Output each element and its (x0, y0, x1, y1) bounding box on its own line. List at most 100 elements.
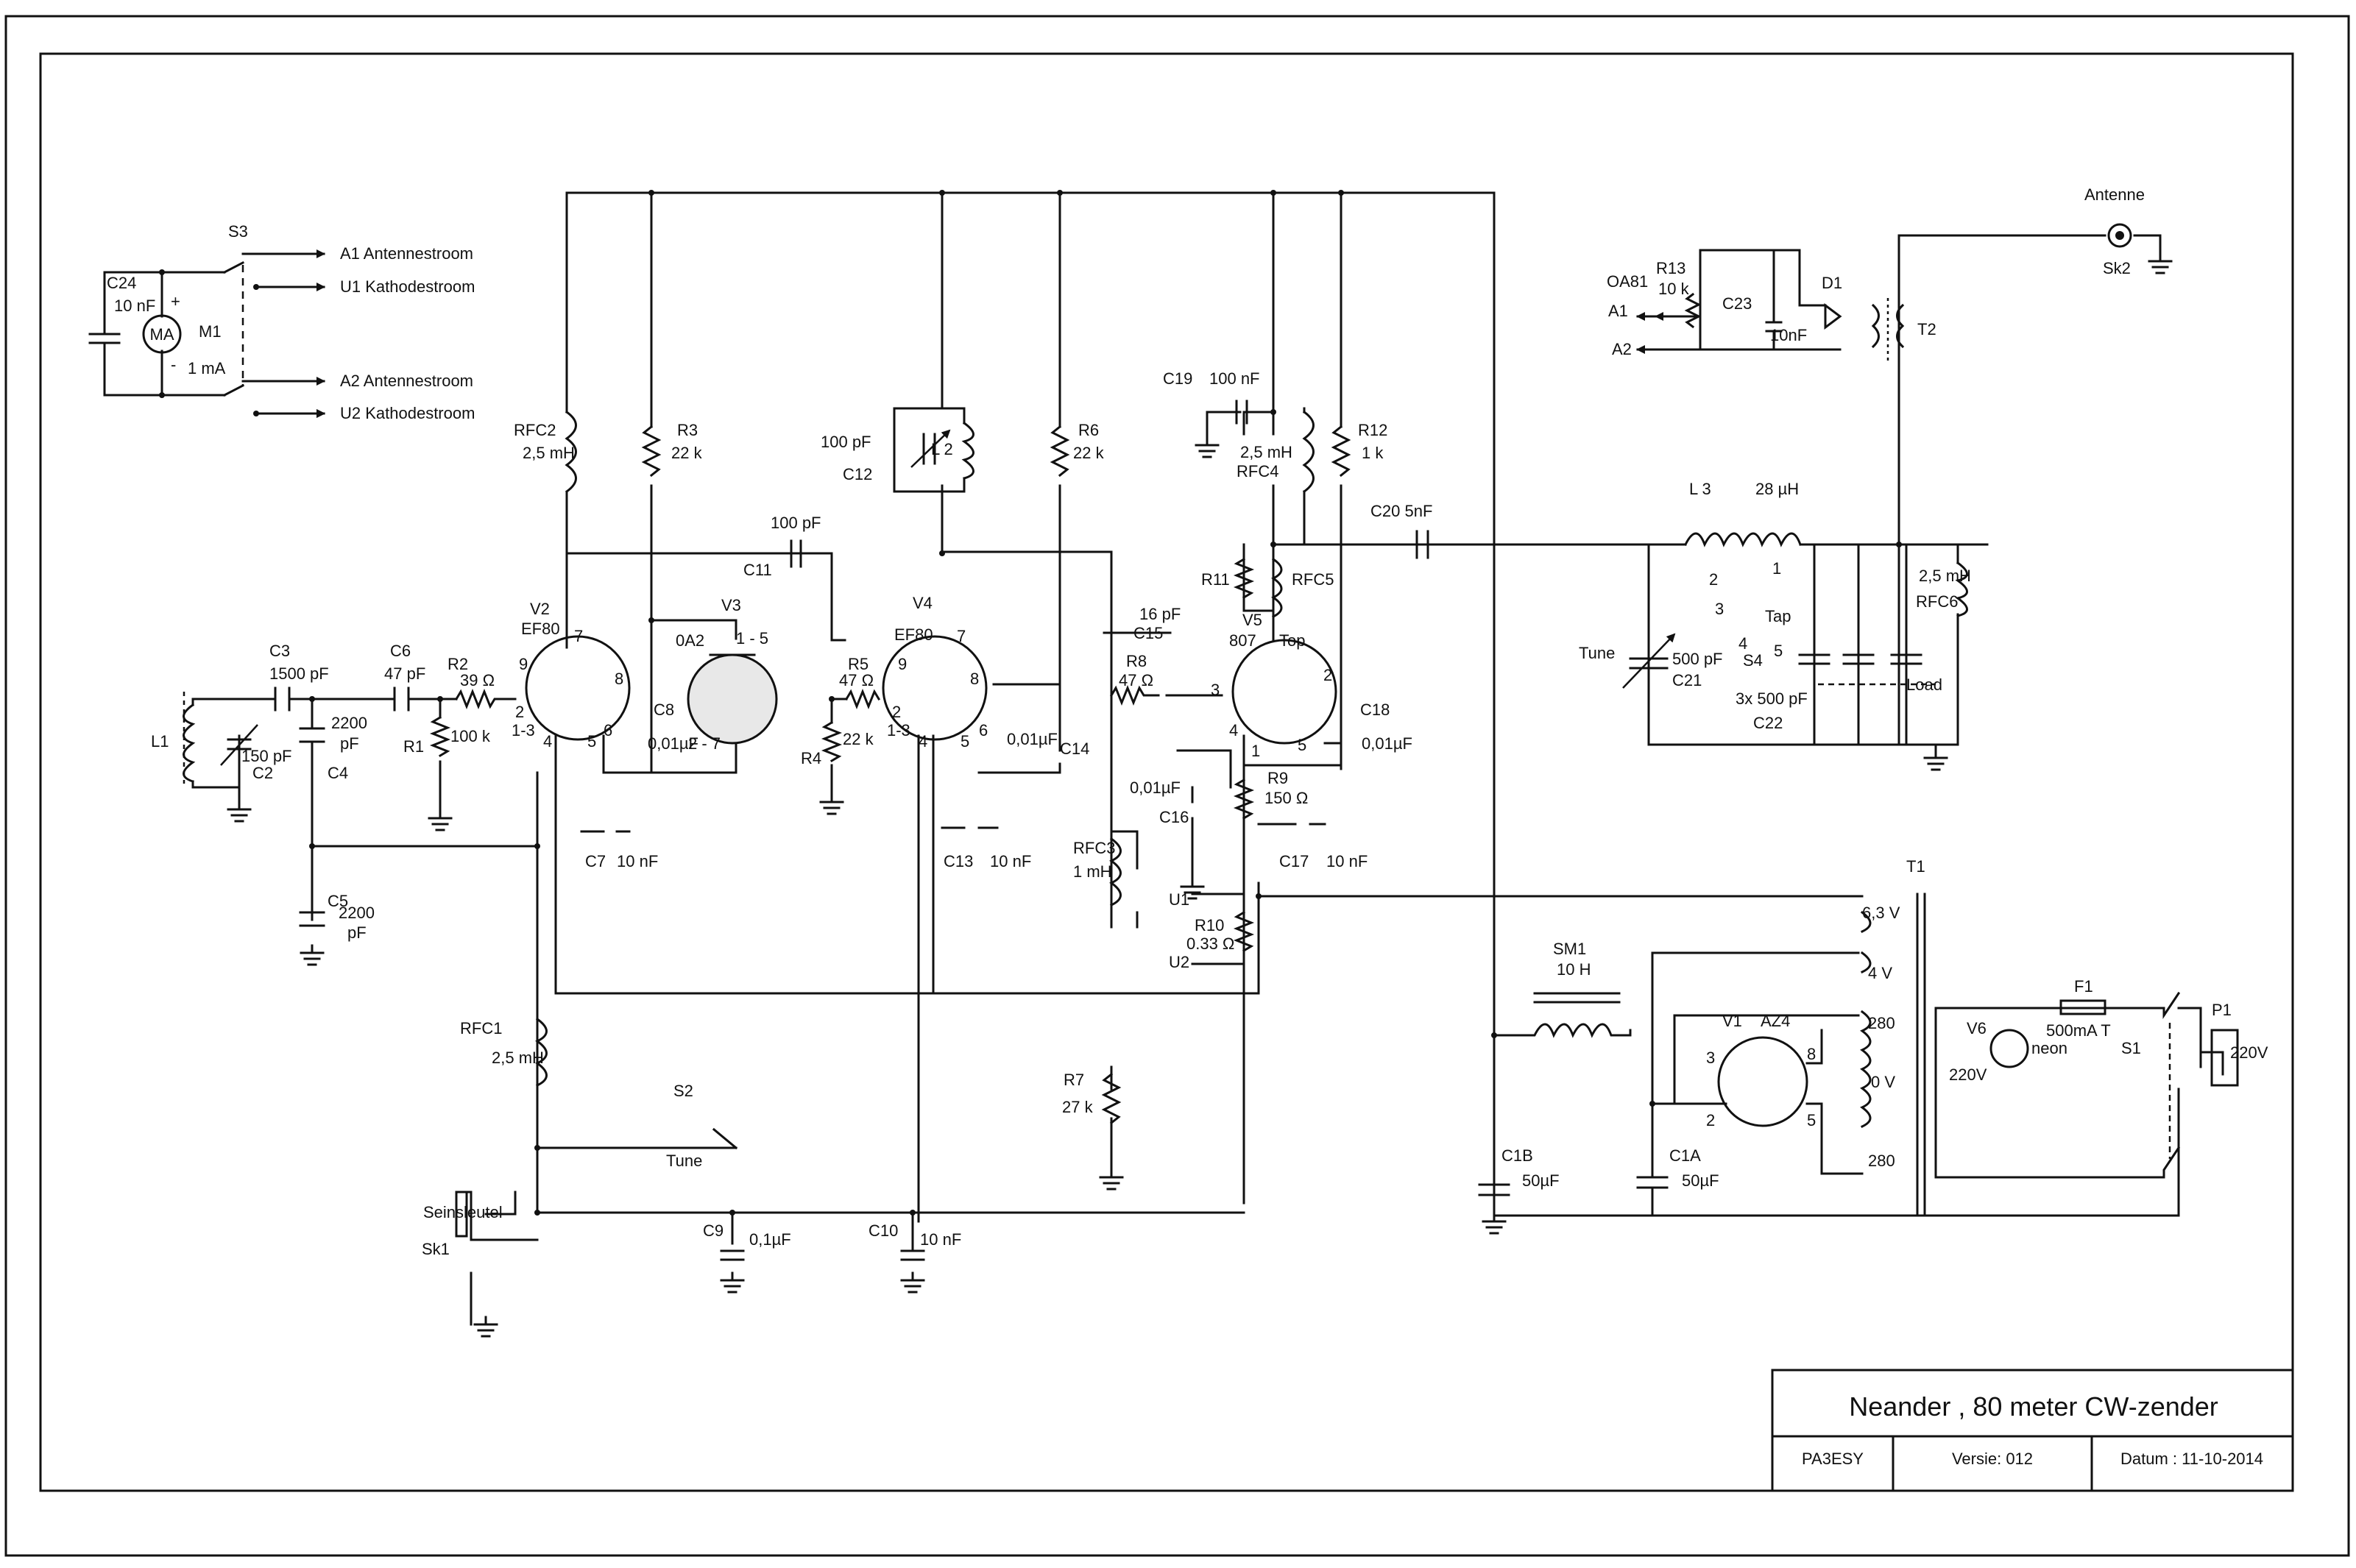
label-s4: S4 (1743, 651, 1763, 670)
label-c3: C3 (269, 642, 290, 660)
label-r9v: 150 Ω (1264, 789, 1308, 807)
label-v1: V1 (1722, 1012, 1742, 1030)
label-p1: P1 (2212, 1001, 2232, 1019)
label-r12: R12 (1358, 421, 1387, 439)
label-t1: T1 (1906, 857, 1925, 876)
label-sm1: SM1 (1553, 940, 1586, 958)
label-rfc4v: 2,5 mH (1240, 443, 1292, 461)
pin-label: 8 (970, 670, 979, 688)
label-v3p1: 1 - 5 (736, 629, 768, 648)
label-r6: R6 (1078, 421, 1099, 439)
label-c2v: 150 pF (241, 747, 292, 765)
label-r4: R4 (801, 749, 821, 767)
label-v4: V4 (913, 594, 933, 612)
a1-label: A1 (1608, 302, 1628, 320)
meter-range: 1 mA (188, 359, 226, 377)
label-rfc3: RFC3 (1073, 839, 1115, 857)
inner-frame (39, 52, 2294, 1492)
label-sk1: Sk1 (422, 1240, 450, 1258)
pin-label: 8 (615, 670, 623, 688)
label-v2t: EF80 (521, 620, 560, 638)
c24-label: C24 (107, 274, 136, 292)
label-v3p2: 2 - 7 (688, 734, 721, 753)
pin-label: 3 (1706, 1049, 1715, 1067)
label-r7: R7 (1064, 1071, 1084, 1089)
pin-label: 5 (1774, 642, 1783, 660)
label-c4: C4 (328, 764, 348, 782)
label-v5t: 807 (1229, 631, 1256, 650)
out-a1: A1 Antennestroom (340, 244, 473, 263)
pin-label: 1 (1772, 559, 1781, 578)
pin-label: 9 (519, 655, 528, 673)
pin-label: 1-3 (887, 721, 910, 739)
label-c15v: 16 pF (1139, 605, 1181, 623)
label-v4t: EF80 (894, 625, 933, 644)
out-u2: U2 Kathodestroom (340, 404, 475, 422)
out-u1: U1 Kathodestroom (340, 277, 475, 296)
label-c2: C2 (252, 764, 273, 782)
c23-value: 10nF (1770, 326, 1807, 344)
label-c19: C19 (1163, 369, 1192, 388)
label-c11v: 100 pF (771, 514, 821, 532)
label-sm1v: 10 H (1557, 960, 1591, 979)
label-c8v: 0,01µF (648, 734, 698, 753)
label-c20: C20 5nF (1370, 502, 1432, 520)
label-u1: U1 (1169, 890, 1189, 909)
label-c14: C14 (1060, 739, 1089, 758)
pin-label: 4 (919, 732, 927, 751)
label-r1: R1 (403, 737, 424, 756)
label-r5: R5 (848, 655, 869, 673)
pin-label: 3 (1715, 600, 1724, 618)
pin-label: 1 (1251, 742, 1260, 760)
label-r8: R8 (1126, 652, 1147, 670)
label-c22: C22 (1753, 714, 1783, 732)
label-c14v: 0,01µF (1007, 730, 1058, 748)
pin-label: 4 (1229, 721, 1238, 739)
label-c9v: 0,1µF (749, 1230, 791, 1249)
label-t1280b: 280 (1868, 1152, 1895, 1170)
pin-label: 5 (1298, 736, 1306, 754)
sk2-label: Sk2 (2103, 259, 2131, 277)
label-tap: Tap (1765, 607, 1791, 625)
meter-minus: - (171, 355, 176, 374)
label-c6: C6 (390, 642, 411, 660)
pin-label: 1-3 (512, 721, 535, 739)
label-c21: C21 (1672, 671, 1702, 689)
label-rfc1: RFC1 (460, 1019, 502, 1037)
label-s2: S2 (673, 1082, 693, 1100)
pin-label: 7 (574, 627, 583, 645)
r13-label: R13 (1656, 259, 1685, 277)
label-c13v: 10 nF (990, 852, 1031, 870)
m1-label: M1 (199, 322, 222, 341)
meter-plus: + (171, 292, 180, 311)
label-rfc2v: 2,5 mH (523, 444, 575, 462)
label-v3: V3 (721, 596, 741, 614)
label-tune2: Tune (666, 1152, 702, 1170)
c24-value: 10 nF (114, 297, 155, 315)
label-c17v: 10 nF (1326, 852, 1368, 870)
label-c10v: 10 nF (920, 1230, 961, 1249)
main-wiring (191, 191, 1864, 1252)
label-c9: C9 (703, 1221, 724, 1240)
label-r6v: 22 k (1073, 444, 1105, 462)
label-v1t: AZ4 (1761, 1012, 1790, 1030)
label-v2: V2 (530, 600, 550, 618)
version-text: Versie: 012 (1952, 1450, 2033, 1468)
label-r7v: 27 k (1062, 1098, 1094, 1116)
label-r1v: 100 k (450, 727, 491, 745)
pin-label: 7 (957, 627, 966, 645)
antenne-label: Antenne (2084, 185, 2145, 204)
label-c13: C13 (944, 852, 973, 870)
label-v3t: 0A2 (676, 631, 704, 650)
label-c3v: 1500 pF (269, 664, 329, 683)
label-r10v: 0.33 Ω (1186, 934, 1234, 953)
label-rfc5: RFC5 (1292, 570, 1334, 589)
label-c7v: 10 nF (617, 852, 658, 870)
pin-label: 4 (543, 732, 552, 751)
label-c1bv: 50µF (1522, 1171, 1560, 1190)
label-r4v: 22 k (843, 730, 874, 748)
a2-label: A2 (1612, 340, 1632, 358)
label-r9: R9 (1267, 769, 1288, 787)
out-a2: A2 Antennestroom (340, 372, 473, 390)
